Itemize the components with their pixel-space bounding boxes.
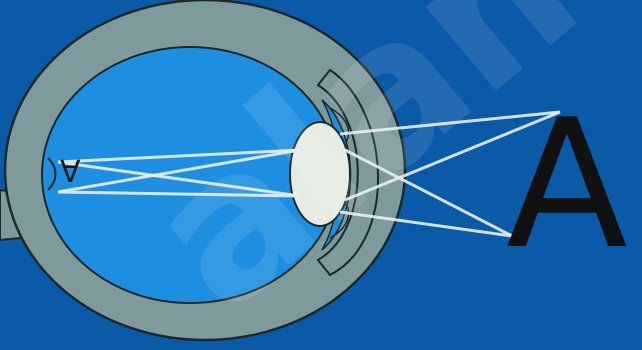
lens	[289, 121, 351, 227]
ray-top-lower	[344, 110, 561, 202]
fovea	[47, 157, 57, 191]
ray-top-upper	[339, 110, 561, 136]
ray-inner-2	[57, 148, 301, 194]
ray-inner-1	[57, 148, 301, 164]
iris-lower	[329, 203, 350, 239]
ray-bottom-lower	[339, 210, 513, 238]
ray-inner-4	[57, 190, 301, 198]
retina-image-letter: A	[60, 152, 81, 187]
iris-upper	[329, 107, 350, 143]
incoming-rays	[339, 110, 561, 238]
ray-bottom-upper	[344, 148, 513, 238]
ray-inner-3	[57, 160, 301, 198]
refracted-rays	[57, 148, 301, 198]
object-letter: A	[506, 81, 628, 288]
